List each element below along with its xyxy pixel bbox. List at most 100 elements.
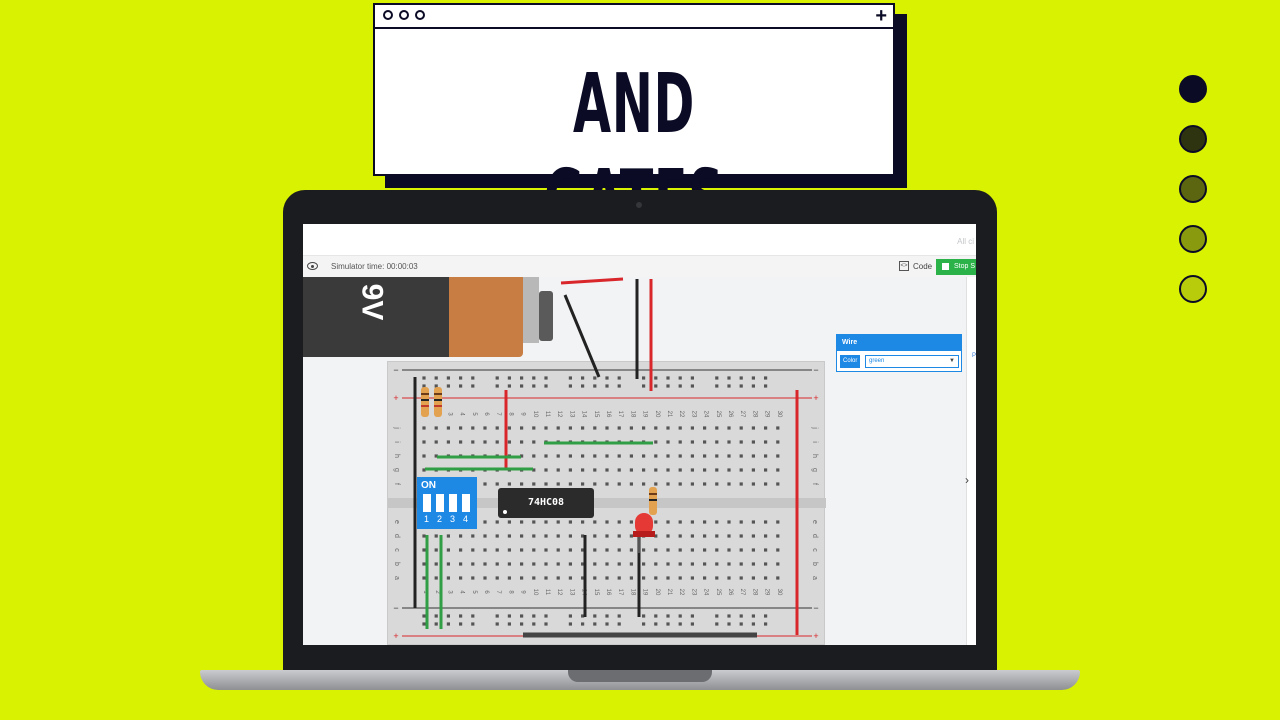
column-number: 16 [605, 411, 611, 418]
hole [642, 576, 646, 580]
column-number: 9 [520, 412, 526, 416]
dip-key-3[interactable] [449, 494, 457, 512]
hole [678, 440, 682, 444]
dip-key-1[interactable] [423, 494, 431, 512]
hole [544, 440, 548, 444]
pin1-dot-icon [503, 510, 507, 514]
chevron-right-icon[interactable]: › [965, 473, 969, 487]
hole [764, 622, 768, 626]
side-dot-icon [1179, 225, 1207, 253]
wire-color-select[interactable]: green ▼ [865, 355, 959, 368]
ic-chip-74hc08[interactable]: 74HC08 [498, 488, 594, 518]
hole [471, 376, 475, 380]
hole [446, 426, 450, 430]
column-number: 12 [556, 411, 562, 418]
hole [605, 622, 609, 626]
hole [654, 614, 658, 618]
row-letter: g [393, 468, 400, 472]
column-number: 4 [459, 590, 465, 594]
hole [532, 384, 536, 388]
hole [434, 548, 438, 552]
sim-toolbar: Simulator time: 00:00:03 <> Code Stop S [303, 255, 976, 279]
hole [605, 520, 609, 524]
hole [715, 384, 719, 388]
hole [751, 426, 755, 430]
column-number: 18 [629, 411, 635, 418]
dip-switch[interactable]: ON 1 2 3 4 [417, 477, 477, 529]
hole [459, 440, 463, 444]
hole [532, 376, 536, 380]
hole [764, 376, 768, 380]
column-number: 5 [471, 412, 477, 416]
hole [739, 614, 743, 618]
column-number: 30 [776, 589, 782, 596]
hole [483, 440, 487, 444]
stop-simulation-button[interactable]: Stop S [936, 259, 976, 275]
column-number: 24 [703, 589, 709, 596]
column-number: 23 [690, 589, 696, 596]
hole [446, 622, 450, 626]
hole [727, 440, 731, 444]
hole [544, 548, 548, 552]
hole [751, 534, 755, 538]
hole [544, 614, 548, 618]
hole [617, 614, 621, 618]
hole [654, 384, 658, 388]
battery-9v[interactable]: 9V [303, 277, 449, 357]
code-icon[interactable]: <> [899, 261, 909, 271]
code-button[interactable]: Code [913, 262, 933, 271]
hole [532, 468, 536, 472]
column-number: 20 [654, 589, 660, 596]
hole [642, 548, 646, 552]
hole [617, 454, 621, 458]
hole [483, 562, 487, 566]
hole [678, 534, 682, 538]
hole [520, 622, 524, 626]
hole [605, 376, 609, 380]
rail-sign: + [393, 393, 398, 403]
column-number: 23 [690, 411, 696, 418]
chip-label: 74HC08 [527, 497, 565, 508]
hole [776, 534, 780, 538]
column-number: 26 [727, 411, 733, 418]
dip-key-2[interactable] [436, 494, 444, 512]
hole [654, 622, 658, 626]
wire-color-value: green [869, 358, 885, 364]
hole [690, 614, 694, 618]
hole [727, 622, 731, 626]
hole [605, 614, 609, 618]
hole [471, 614, 475, 618]
hole [642, 622, 646, 626]
hole [459, 548, 463, 552]
dip-on-label: ON [421, 480, 436, 491]
hole [678, 548, 682, 552]
hole [434, 426, 438, 430]
column-number: 18 [629, 589, 635, 596]
dip-key-4[interactable] [462, 494, 470, 512]
hole [751, 454, 755, 458]
hole [715, 548, 719, 552]
hole [629, 548, 633, 552]
hole [544, 454, 548, 458]
hole [690, 622, 694, 626]
hole [520, 376, 524, 380]
hole [642, 468, 646, 472]
hole [617, 534, 621, 538]
hole [422, 534, 426, 538]
hole [556, 562, 560, 566]
eye-icon[interactable] [307, 262, 318, 270]
hole [459, 614, 463, 618]
hole [520, 534, 524, 538]
hole [629, 562, 633, 566]
hole [715, 482, 719, 486]
hole [568, 520, 572, 524]
hole [593, 534, 597, 538]
hole [666, 482, 670, 486]
column-number: 19 [642, 411, 648, 418]
hole [739, 520, 743, 524]
hole [642, 520, 646, 524]
hole [727, 426, 731, 430]
all-circuits-link[interactable]: All ci [957, 237, 974, 246]
hole [593, 520, 597, 524]
